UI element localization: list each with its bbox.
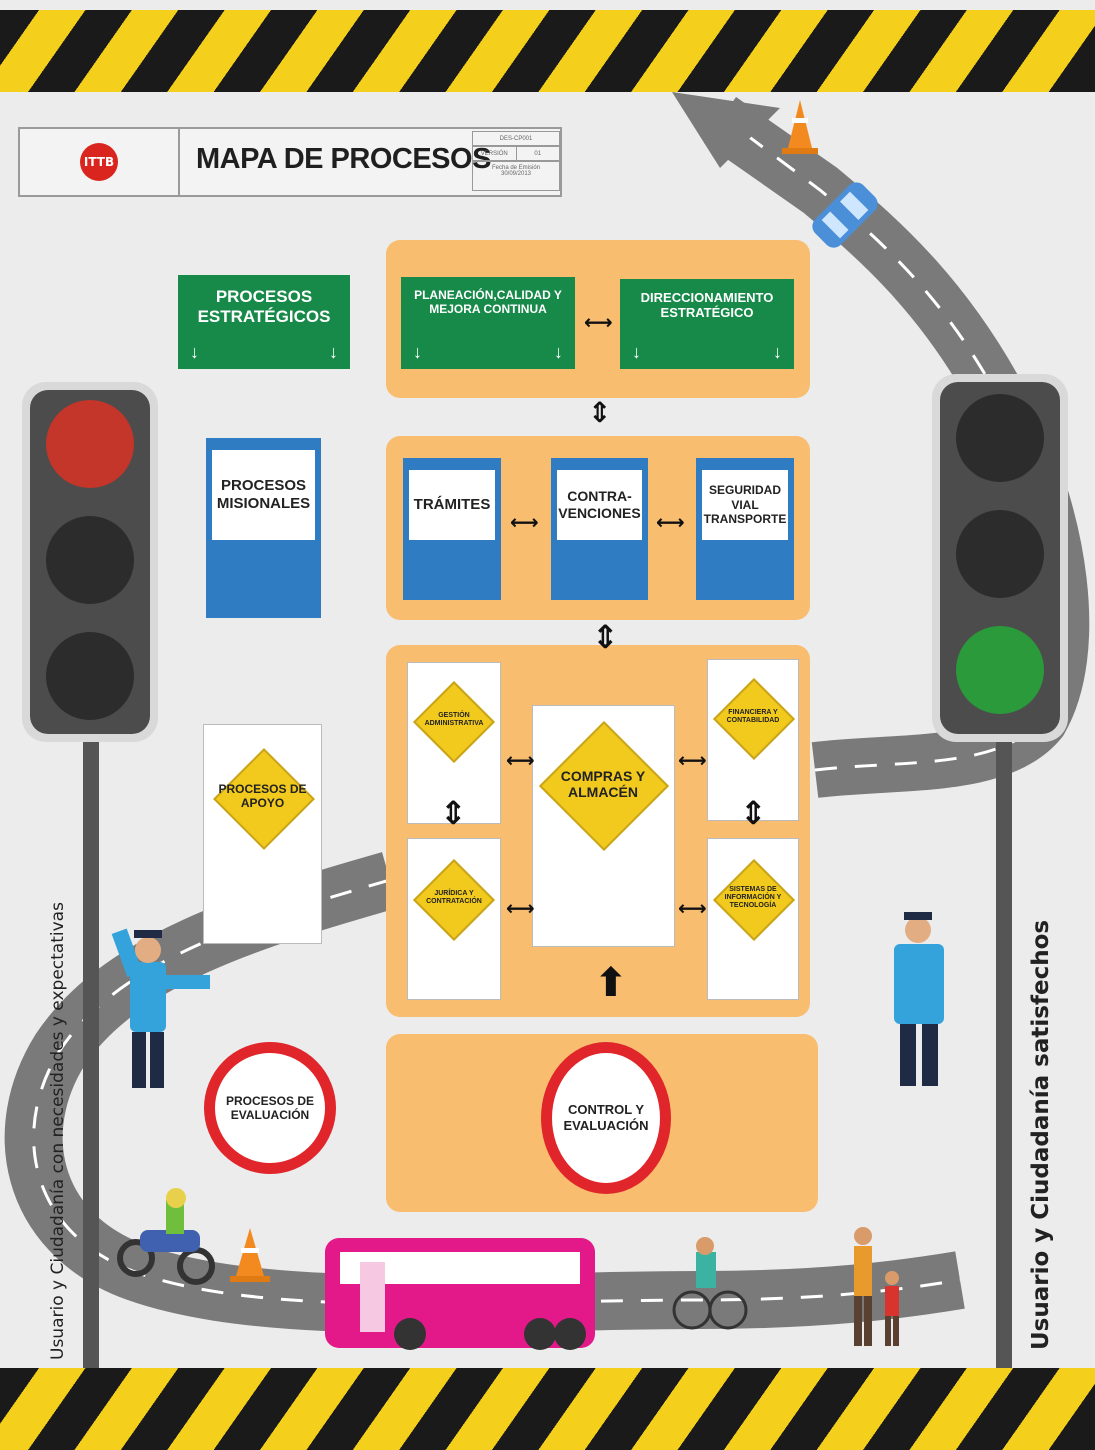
gestion-process-card: GESTIÓN ADMINISTRATIVA bbox=[407, 662, 501, 824]
ittb-logo: ITTB bbox=[80, 143, 118, 181]
seguridad-process-sign: SEGURIDAD VIAL TRANSPORTE bbox=[696, 458, 794, 600]
planning-process-sign: PLANEACIÓN,CALIDAD Y MEJORA CONTINUA ↓ ↓ bbox=[401, 277, 575, 369]
arrow-down-icon: ↓ bbox=[190, 342, 199, 362]
bicycle-icon bbox=[672, 1237, 748, 1330]
sistemas-process-card: SISTEMAS DE INFORMACIÓN Y TECNOLOGÍA bbox=[707, 838, 799, 1000]
hazard-stripe-bottom bbox=[0, 1368, 1095, 1450]
police-officer-right bbox=[894, 912, 944, 1086]
document-header: ITTB MAPA DE PROCESOS DES-CP001 VERSIÓN … bbox=[18, 127, 562, 197]
car-icon bbox=[812, 182, 878, 248]
bidirectional-arrow-icon: ⟷ bbox=[678, 896, 707, 920]
bidirectional-arrow-icon: ⟷ bbox=[510, 510, 539, 534]
bidirectional-arrow-icon: ⟷ bbox=[506, 748, 535, 772]
doc-code: DES-CP001 bbox=[472, 131, 560, 146]
date-label: Fecha de Emisión bbox=[491, 165, 541, 171]
cone-icon-bottom bbox=[230, 1228, 270, 1282]
date-value: 30/09/2013 bbox=[500, 171, 532, 177]
vertical-arrow-icon: ⇕ bbox=[440, 794, 467, 832]
cone-icon-top bbox=[782, 100, 818, 154]
arrow-down-icon: ↓ bbox=[329, 342, 338, 362]
bidirectional-arrow-icon: ⟷ bbox=[584, 310, 613, 334]
tramites-process-sign: TRÁMITES bbox=[403, 458, 501, 600]
vertical-arrow-icon: ⇕ bbox=[588, 396, 612, 429]
arrow-down-icon: ↓ bbox=[773, 342, 782, 362]
police-officer-left bbox=[111, 928, 210, 1088]
strategic-category-sign: PROCESOS ESTRATÉGICOS ↓ ↓ bbox=[178, 275, 350, 369]
pedestrians-icon bbox=[854, 1227, 899, 1346]
arrow-down-icon: ↓ bbox=[413, 342, 422, 362]
motorcycle-icon bbox=[117, 1188, 215, 1285]
contravenciones-process-sign: CONTRA-VENCIONES bbox=[551, 458, 648, 600]
document-metadata: DES-CP001 VERSIÓN 01 Fecha de Emisión 30… bbox=[472, 131, 560, 193]
support-category-card: PROCESOS DE APOYO bbox=[203, 724, 322, 944]
bidirectional-arrow-icon: ⟷ bbox=[656, 510, 685, 534]
financiera-process-card: FINANCIERA Y CONTABILIDAD bbox=[707, 659, 799, 821]
arrow-up-icon: ⬆ bbox=[594, 960, 628, 1006]
output-stakeholders-label: Usuario y Ciudadanía satisfechos bbox=[1028, 919, 1054, 1350]
vertical-arrow-icon: ⇕ bbox=[592, 618, 619, 656]
arrow-down-icon: ↓ bbox=[632, 342, 641, 362]
traffic-light-right bbox=[932, 374, 1068, 1370]
bus-icon bbox=[325, 1238, 595, 1350]
control-process-sign: CONTROL Y EVALUACIÓN bbox=[541, 1042, 671, 1194]
juridica-process-card: JURÍDICA Y CONTRATACIÓN bbox=[407, 838, 501, 1000]
version-value: 01 bbox=[534, 151, 542, 157]
road-arrow-head bbox=[672, 92, 780, 168]
arrow-down-icon: ↓ bbox=[554, 342, 563, 362]
missional-category-sign: PROCESOS MISIONALES bbox=[206, 438, 321, 618]
traffic-light-left bbox=[22, 382, 158, 1370]
bidirectional-arrow-icon: ⟷ bbox=[506, 896, 535, 920]
page-title: MAPA DE PROCESOS bbox=[196, 143, 491, 175]
evaluation-category-sign: PROCESOS DE EVALUACIÓN bbox=[204, 1042, 336, 1174]
vertical-arrow-icon: ⇕ bbox=[740, 794, 767, 832]
hazard-stripe-top bbox=[0, 10, 1095, 92]
input-stakeholders-label: Usuario y Ciudadanía con necesidades y e… bbox=[48, 902, 68, 1360]
compras-process-card: COMPRAS Y ALMACÉN bbox=[532, 705, 675, 947]
direction-process-sign: DIRECCIONAMIENTO ESTRATÉGICO ↓ ↓ bbox=[620, 279, 794, 369]
bidirectional-arrow-icon: ⟷ bbox=[678, 748, 707, 772]
version-label: VERSIÓN bbox=[473, 147, 517, 160]
